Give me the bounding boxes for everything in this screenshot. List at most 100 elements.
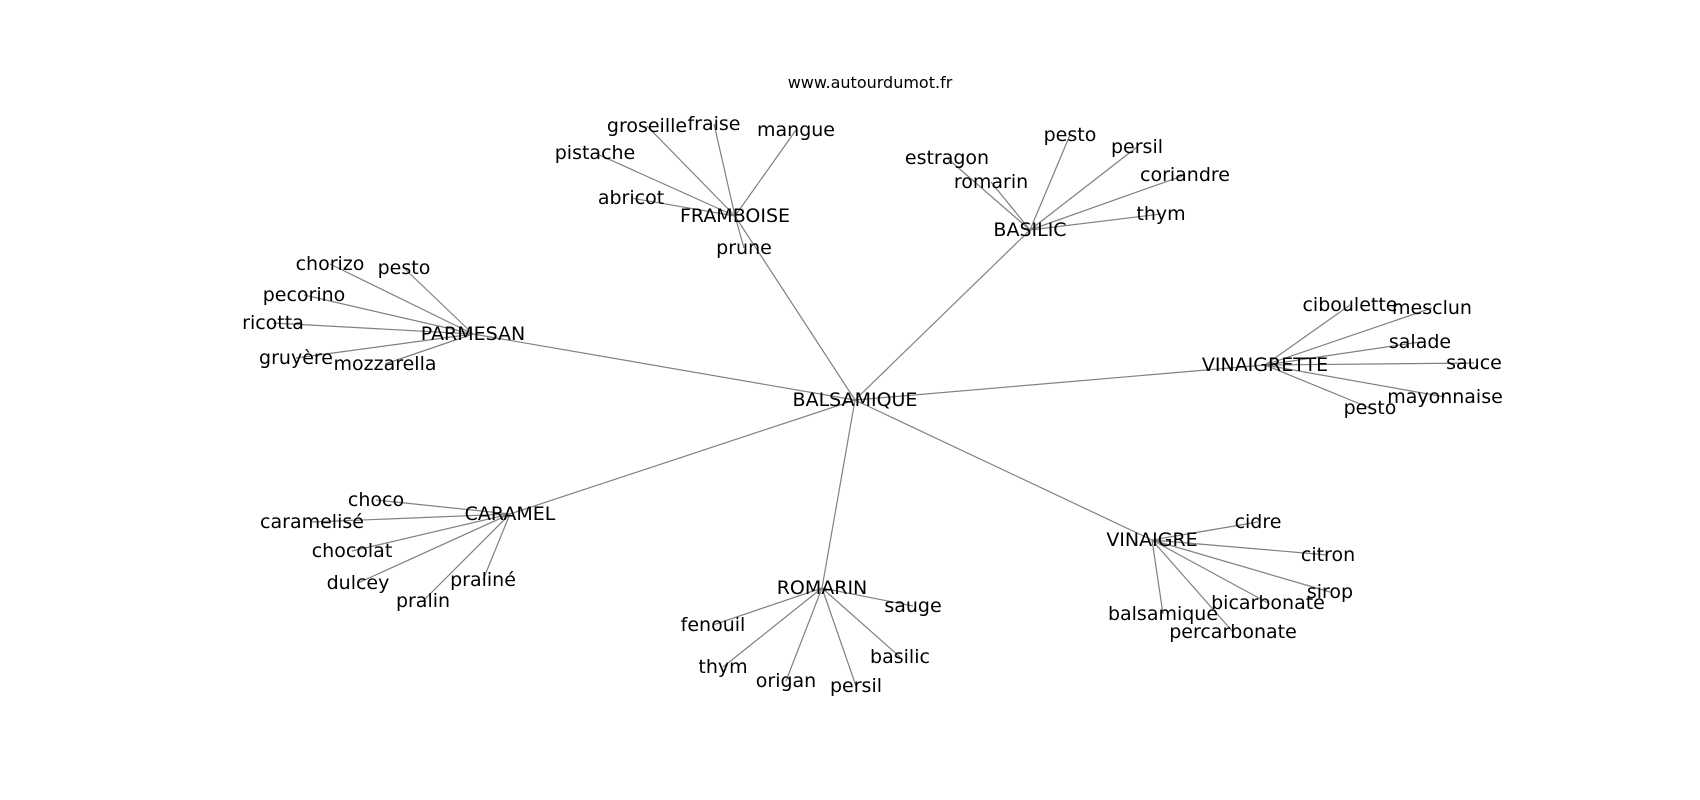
edge-hub-4-1: [311, 513, 511, 523]
leaf-node[interactable]: thym: [1136, 203, 1185, 225]
leaf-node[interactable]: pecorino: [263, 284, 346, 306]
leaf-node[interactable]: citron: [1301, 544, 1355, 566]
edge-hub-6-0: [1151, 521, 1259, 541]
hub-node[interactable]: CARAMEL: [465, 503, 556, 525]
leaf-node[interactable]: percarbonate: [1169, 621, 1297, 643]
edge-hub-2-0: [329, 263, 474, 335]
edge-center-6: [854, 399, 1153, 541]
leaf-node[interactable]: mozzarella: [333, 353, 436, 375]
edge-hub-1-3: [1029, 146, 1138, 231]
leaf-node[interactable]: choco: [348, 489, 404, 511]
edge-hub-5-5: [821, 587, 901, 658]
edge-hub-0-4: [630, 197, 736, 217]
edge-hub-0-5: [734, 215, 745, 249]
leaf-node[interactable]: ricotta: [242, 312, 304, 334]
edge-hub-6-4: [1151, 539, 1164, 615]
leaf-node[interactable]: cidre: [1235, 511, 1282, 533]
edge-hub-2-5: [384, 333, 474, 365]
edge-hub-2-3: [272, 322, 474, 335]
leaf-node[interactable]: persil: [1111, 136, 1163, 158]
leaf-node[interactable]: salade: [1389, 331, 1451, 353]
hub-node[interactable]: FRAMBOISE: [680, 205, 790, 227]
edge-hub-1-5: [1029, 213, 1162, 231]
leaf-node[interactable]: chorizo: [296, 253, 365, 275]
edge-hub-0-2: [734, 129, 797, 217]
leaf-node[interactable]: estragon: [905, 147, 989, 169]
edge-hub-5-3: [785, 587, 823, 682]
edge-hub-6-5: [1151, 539, 1234, 633]
edge-hub-4-4: [422, 513, 511, 602]
leaf-node[interactable]: prune: [716, 237, 772, 259]
hub-node[interactable]: VINAIGRE: [1106, 529, 1197, 551]
hub-node[interactable]: PARMESAN: [421, 323, 525, 345]
edge-hub-4-2: [351, 513, 511, 552]
leaf-node[interactable]: basilic: [870, 646, 930, 668]
edge-hub-2-4: [295, 333, 474, 359]
edge-hub-6-1: [1151, 539, 1329, 556]
leaf-node[interactable]: fenouil: [681, 614, 746, 636]
edge-hub-1-2: [1029, 134, 1071, 231]
leaf-node[interactable]: chocolat: [312, 540, 393, 562]
edge-hub-0-1: [713, 123, 736, 217]
edge-center-3: [854, 364, 1266, 401]
leaf-node[interactable]: fraise: [687, 113, 740, 135]
edge-hub-0-0: [646, 125, 736, 217]
leaf-node[interactable]: groseille: [607, 115, 687, 137]
edge-hub-5-4: [821, 587, 857, 687]
edge-hub-2-1: [403, 267, 474, 335]
edge-hub-3-0: [1264, 304, 1351, 366]
edge-center-1: [854, 229, 1031, 401]
edge-hub-4-3: [357, 513, 511, 584]
edge-hub-0-3: [594, 152, 736, 217]
leaf-node[interactable]: thym: [698, 656, 747, 678]
edge-center-4: [509, 399, 856, 515]
hub-node[interactable]: BASILIC: [993, 219, 1066, 241]
edge-hub-4-0: [375, 499, 511, 515]
edge-hub-3-5: [1264, 364, 1371, 409]
edge-hub-3-2: [1264, 341, 1421, 366]
leaf-node[interactable]: pesto: [378, 257, 431, 279]
hub-node[interactable]: VINAIGRETTE: [1202, 354, 1328, 376]
edge-hub-3-1: [1264, 307, 1433, 366]
edge-hub-1-1: [990, 181, 1031, 231]
edge-hub-1-0: [946, 157, 1031, 231]
leaf-node[interactable]: pesto: [1344, 397, 1397, 419]
edge-hub-5-0: [821, 587, 914, 607]
leaf-node[interactable]: origan: [756, 670, 816, 692]
edge-hub-4-5: [482, 513, 511, 581]
leaf-node[interactable]: sauce: [1446, 352, 1502, 374]
edges: [272, 123, 1475, 687]
leaf-node[interactable]: pralin: [396, 590, 450, 612]
leaf-node[interactable]: caramelisé: [260, 511, 364, 533]
edge-hub-6-3: [1151, 539, 1269, 604]
edge-hub-1-4: [1029, 174, 1186, 231]
leaf-node[interactable]: balsamique: [1108, 603, 1218, 625]
edge-center-2: [472, 333, 856, 401]
center-node[interactable]: BALSAMIQUE: [793, 389, 918, 411]
leaf-node[interactable]: dulcey: [327, 572, 390, 594]
leaf-node[interactable]: sirop: [1307, 581, 1353, 603]
site-watermark: www.autourdumot.fr: [788, 73, 953, 92]
leaf-node[interactable]: mesclun: [1392, 297, 1472, 319]
leaf-node[interactable]: romarin: [954, 171, 1028, 193]
leaf-node[interactable]: abricot: [598, 187, 664, 209]
edge-hub-5-2: [722, 587, 823, 668]
leaf-node[interactable]: coriandre: [1140, 164, 1230, 186]
edge-center-5: [821, 399, 856, 589]
leaf-node[interactable]: pesto: [1044, 124, 1097, 146]
leaf-node[interactable]: persil: [830, 675, 882, 697]
leaf-node[interactable]: sauge: [884, 595, 941, 617]
leaf-node[interactable]: ciboulette: [1302, 294, 1397, 316]
leaf-node[interactable]: bicarbonate: [1211, 592, 1325, 614]
leaf-node[interactable]: pistache: [555, 142, 636, 164]
hub-node[interactable]: ROMARIN: [777, 577, 868, 599]
leaf-node[interactable]: praliné: [450, 569, 516, 591]
leaf-node[interactable]: mayonnaise: [1387, 386, 1503, 408]
edge-hub-6-2: [1151, 539, 1331, 593]
edge-center-0: [734, 215, 856, 401]
leaf-node[interactable]: gruyère: [259, 347, 333, 369]
edge-hub-3-3: [1264, 362, 1475, 366]
leaf-node[interactable]: mangue: [757, 119, 835, 141]
